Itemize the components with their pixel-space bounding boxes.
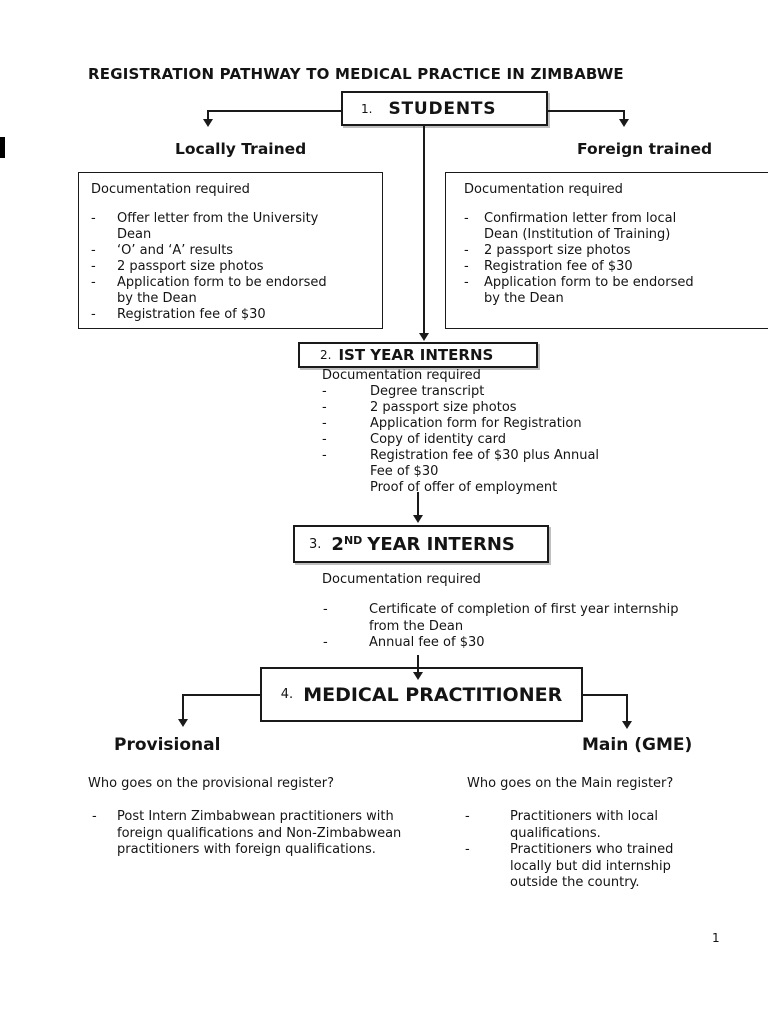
arrow-down-icon — [413, 515, 423, 523]
bullet-dash: - — [464, 275, 469, 290]
doc-list: - Practitioners with local qualification… — [465, 809, 673, 892]
bullet-dash: - — [91, 275, 96, 290]
doc-item: - Application form to be endorsed by the… — [91, 275, 327, 306]
doc-list: - Confirmation letter from local Dean (I… — [464, 211, 766, 307]
bullet-dash: - — [465, 842, 470, 857]
register-label-main-gme: Main (GME) — [582, 735, 693, 755]
step-label: STUDENTS — [388, 98, 497, 119]
doc-item: - Application form for Registration — [322, 416, 582, 431]
page-number: 1 — [712, 931, 720, 945]
students-box: 1. STUDENTS — [341, 91, 548, 126]
doc-heading: Documentation required — [322, 368, 481, 383]
arrow-down-icon — [203, 119, 213, 127]
connector-first-to-second-year — [417, 492, 419, 516]
connector-practitioner-left-drop — [182, 694, 184, 720]
bullet-dash: - — [465, 809, 470, 824]
doc-item: - ‘O’ and ‘A’ results — [91, 243, 234, 258]
doc-list: - Offer letter from the University Dean … — [91, 211, 374, 323]
bullet-dash: - — [464, 259, 469, 274]
connector-students-right-drop — [623, 110, 625, 120]
doc-item: - Annual fee of $30 — [323, 635, 485, 650]
bullet-dash: - — [464, 211, 469, 226]
doc-item: - Practitioners with local qualification… — [465, 809, 658, 841]
bullet-dash: - — [323, 635, 328, 650]
doc-item: - 2 passport size photos — [91, 259, 264, 274]
branch-label-locally-trained: Locally Trained — [175, 140, 307, 158]
step-number: 3. — [309, 536, 322, 552]
bullet-dash: - — [323, 602, 328, 617]
provisional-register-question: Who goes on the provisional register? — [88, 776, 334, 791]
doc-box-foreign-trained: Documentation required - Confirmation le… — [445, 172, 768, 329]
page-title: REGISTRATION PATHWAY TO MEDICAL PRACTICE… — [88, 65, 624, 83]
doc-heading: Documentation required — [322, 572, 481, 587]
connector-students-left — [207, 110, 342, 112]
bullet-dash: - — [464, 243, 469, 258]
bullet-dash: - — [91, 307, 96, 322]
step-number: 4. — [280, 687, 294, 702]
connector-students-left-drop — [207, 110, 209, 120]
doc-list: - Post Intern Zimbabwean practitioners w… — [92, 809, 401, 859]
doc-item: - 2 passport size photos — [464, 243, 631, 258]
connector-practitioner-left — [182, 694, 260, 696]
doc-item: - Registration fee of $30 plus Annual Fe… — [322, 448, 600, 495]
bullet-dash: - — [92, 809, 97, 824]
doc-item: - Practitioners who trained locally but … — [465, 842, 674, 890]
connector-students-to-interns — [423, 126, 425, 334]
step-label: IST YEAR INTERNS — [338, 346, 494, 364]
arrow-down-icon — [419, 333, 429, 341]
connector-second-year-to-practitioner — [417, 655, 419, 673]
connector-practitioner-right-drop — [626, 694, 628, 722]
step-label: MEDICAL PRACTITIONER — [303, 683, 563, 706]
doc-item: - Confirmation letter from local Dean (I… — [464, 211, 677, 242]
bullet-dash: - — [91, 243, 96, 258]
doc-heading: Documentation required — [91, 182, 250, 197]
arrow-down-icon — [413, 672, 423, 680]
doc-list: - Certificate of completion of first yea… — [323, 602, 679, 652]
connector-students-right — [547, 110, 625, 112]
doc-item: - Copy of identity card — [322, 432, 506, 447]
doc-item: - 2 passport size photos — [322, 400, 517, 415]
bullet-dash: - — [322, 432, 327, 447]
doc-list: - Degree transcript - 2 passport size ph… — [322, 384, 599, 496]
bullet-dash: - — [91, 211, 96, 226]
doc-item: - Degree transcript — [322, 384, 485, 399]
bullet-dash: - — [322, 416, 327, 431]
doc-item: - Post Intern Zimbabwean practitioners w… — [92, 809, 402, 857]
step-number: 1. — [361, 101, 373, 116]
branch-label-foreign-trained: Foreign trained — [577, 140, 713, 158]
doc-heading: Documentation required — [464, 182, 623, 197]
bullet-dash: - — [91, 259, 96, 274]
bullet-dash: - — [322, 448, 327, 463]
register-label-provisional: Provisional — [114, 735, 221, 755]
doc-item: - Certificate of completion of first yea… — [323, 602, 679, 634]
doc-item: - Application form to be endorsed by the… — [464, 275, 694, 306]
doc-item: - Registration fee of $30 — [91, 307, 266, 322]
arrow-down-icon — [619, 119, 629, 127]
arrow-down-icon — [622, 721, 632, 729]
doc-box-locally-trained: Documentation required - Offer letter fr… — [78, 172, 383, 329]
arrow-down-icon — [178, 719, 188, 727]
doc-item: - Offer letter from the University Dean — [91, 211, 319, 242]
bullet-dash: - — [322, 384, 327, 399]
step-number: 2. — [320, 348, 332, 362]
doc-item: - Registration fee of $30 — [464, 259, 633, 274]
bullet-dash: - — [322, 400, 327, 415]
connector-practitioner-right — [582, 694, 628, 696]
edge-artifact — [0, 137, 5, 158]
main-register-question: Who goes on the Main register? — [467, 776, 674, 791]
first-year-interns-box: 2. IST YEAR INTERNS — [298, 342, 538, 368]
